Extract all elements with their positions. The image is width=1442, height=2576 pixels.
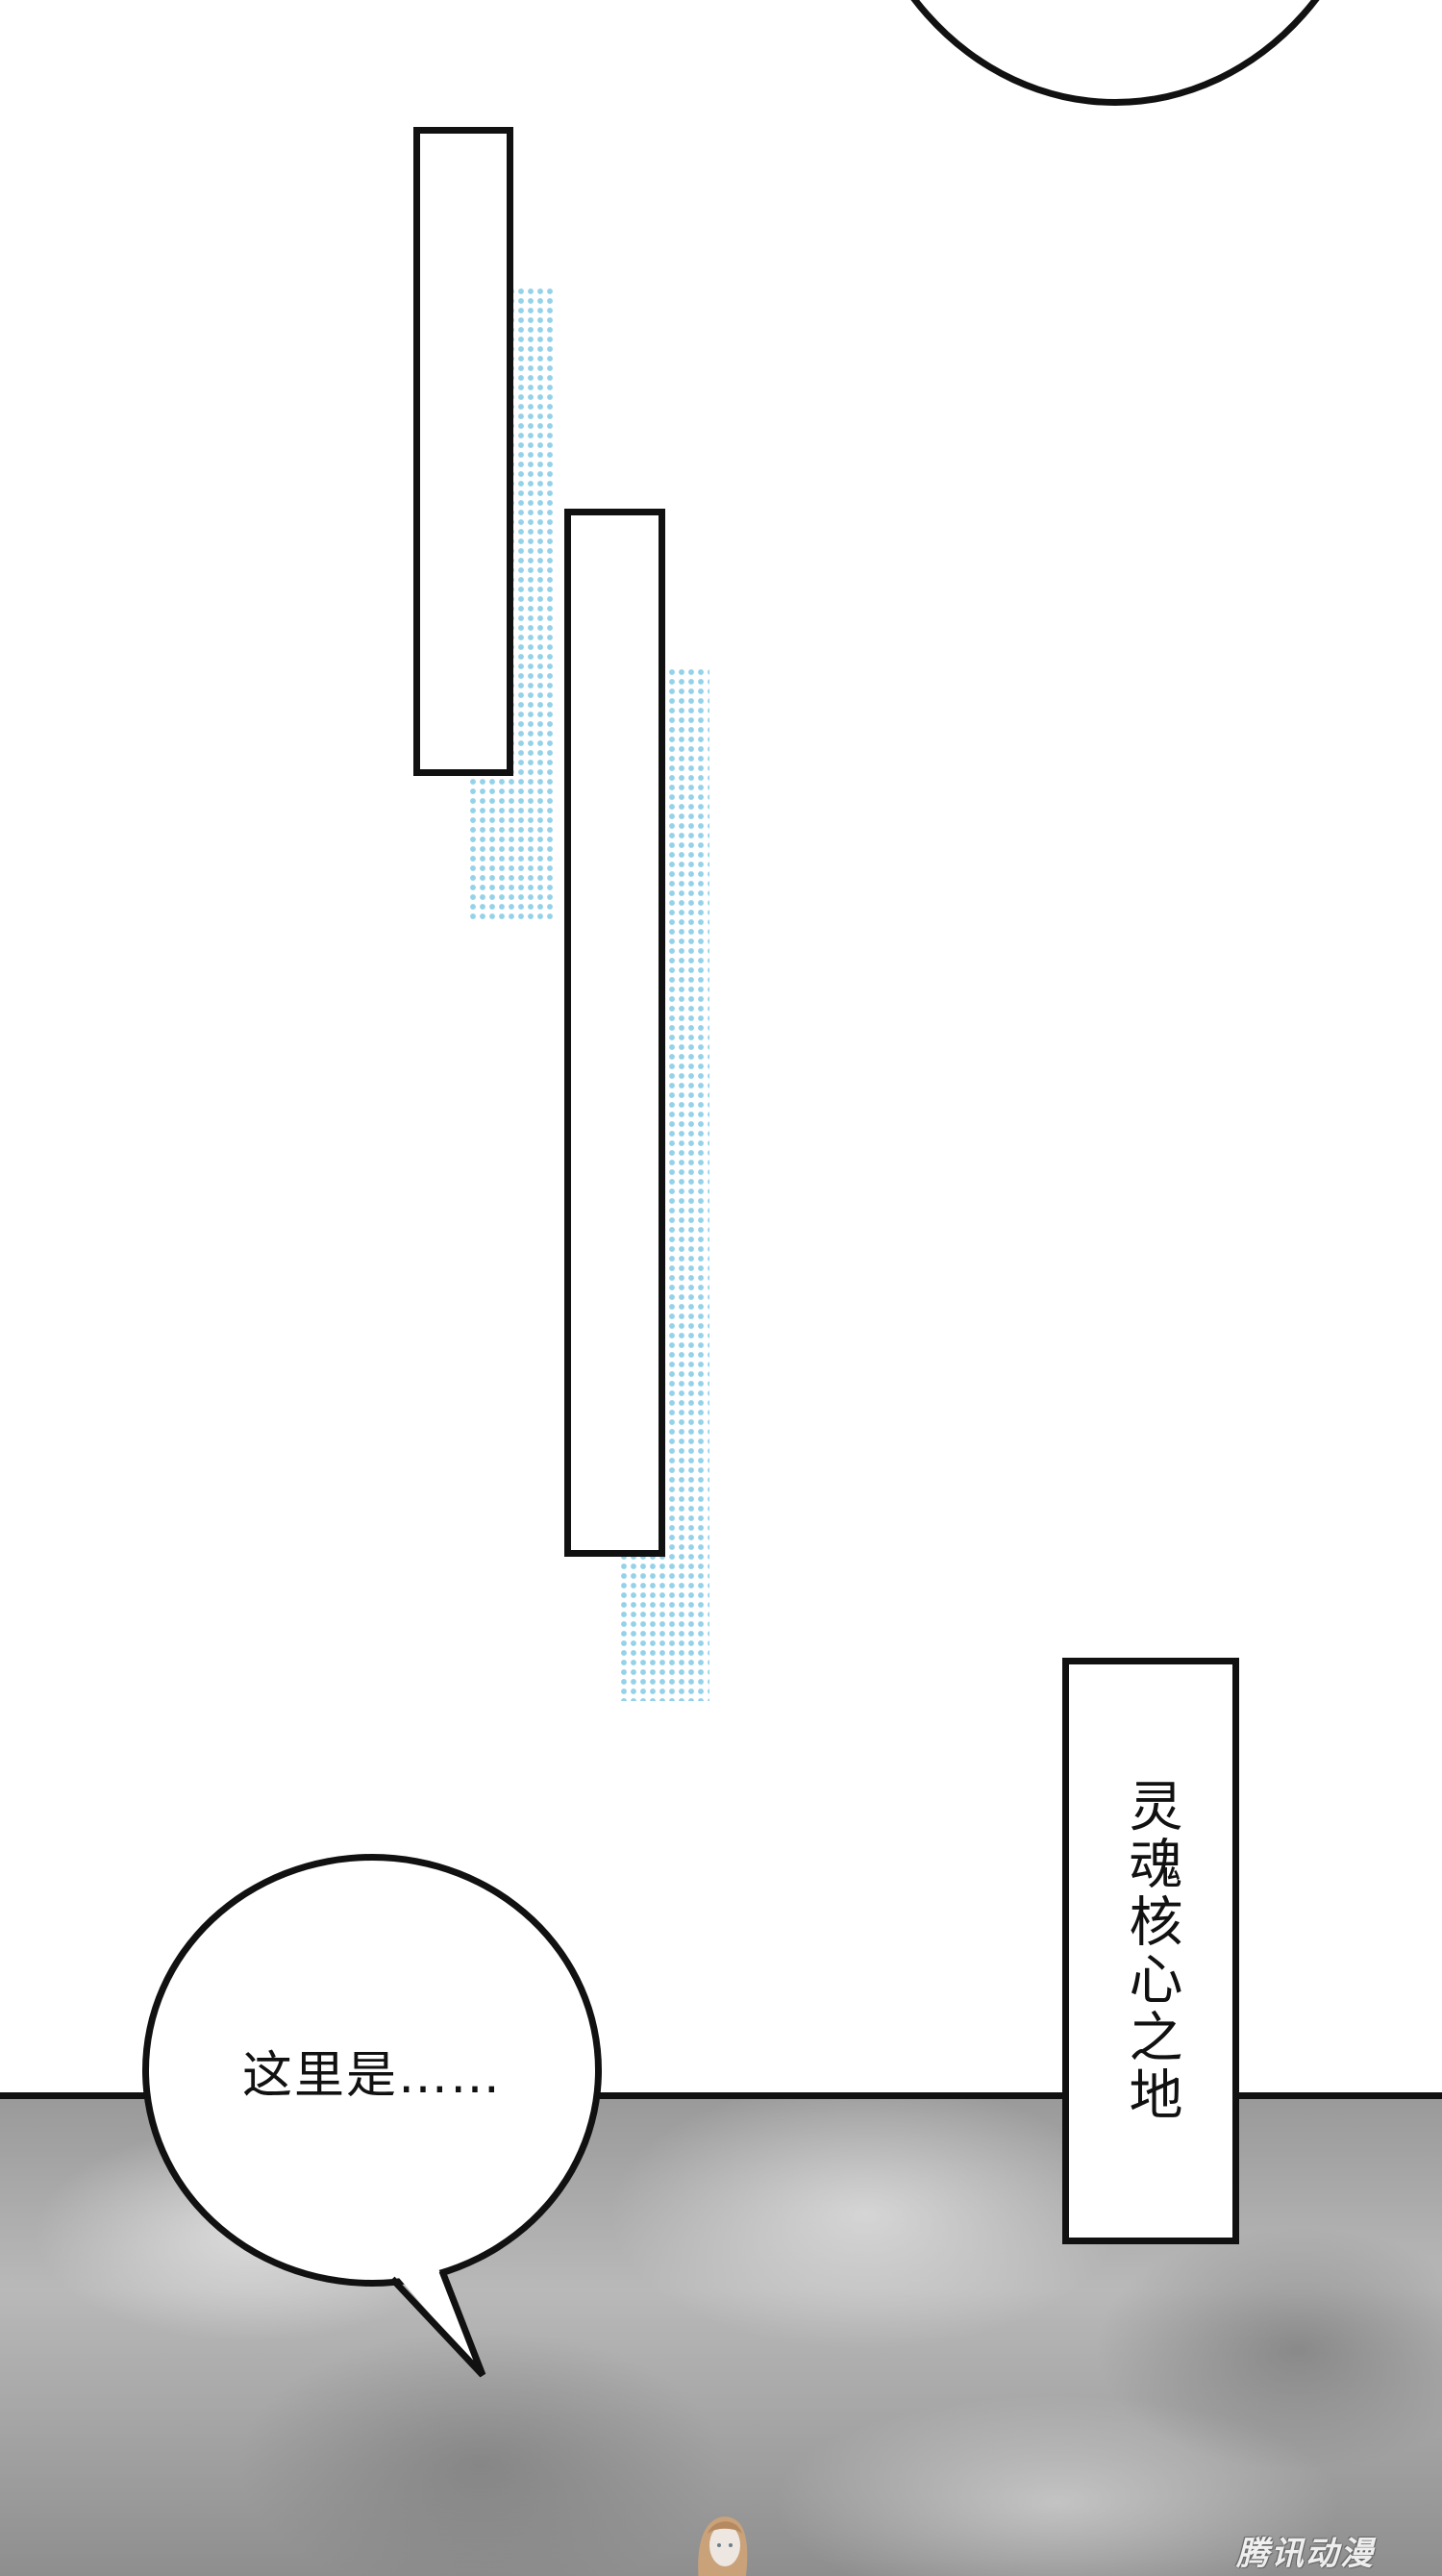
character-figure: [698, 2516, 748, 2576]
empty-narration-box-2: [564, 509, 665, 1557]
partial-speech-bubble: [846, 0, 1384, 106]
narration-caption-box: 灵魂核心之地: [1062, 1658, 1239, 2244]
publisher-watermark: 腾讯动漫: [1236, 2534, 1375, 2573]
empty-narration-box-1: [413, 127, 513, 776]
speech-text: 这里是……: [241, 2046, 502, 2105]
caption-text: 灵魂核心之地: [1120, 1778, 1182, 2124]
speech-bubble: 这里是……: [142, 1854, 602, 2287]
speech-bubble-tail: [375, 2250, 486, 2378]
